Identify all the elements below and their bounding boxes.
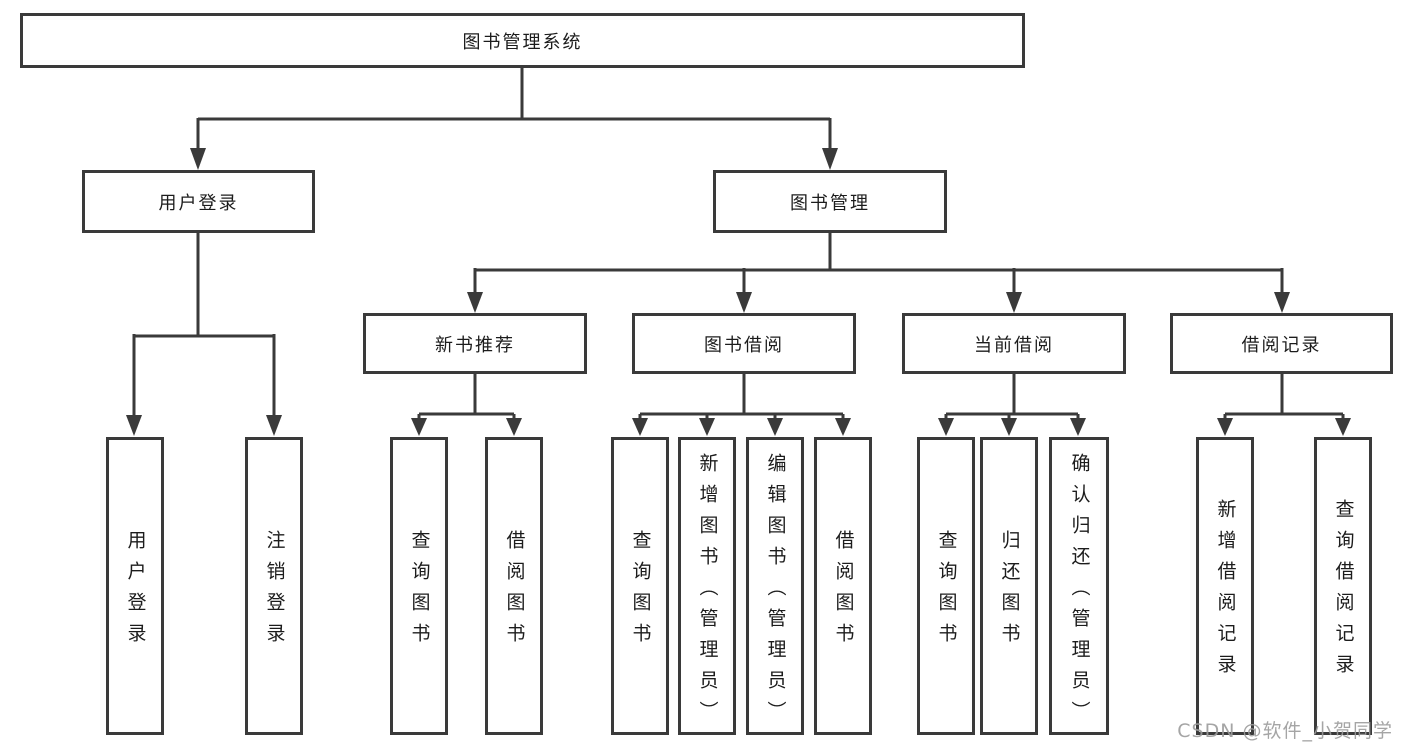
leaf-query-books-current: 查询图书 <box>917 437 975 735</box>
leaf-query-books-current-label: 查询图书 <box>935 530 958 654</box>
leaf-query-books-borrow: 查询图书 <box>611 437 669 735</box>
node-current-borrow-label: 当前借阅 <box>974 334 1054 356</box>
leaf-user-login-label: 用户登录 <box>124 530 147 654</box>
leaf-add-borrow-record-label: 新增借阅记录 <box>1214 499 1237 685</box>
root-node-library-management-system: 图书管理系统 <box>20 13 1025 68</box>
leaf-add-borrow-record: 新增借阅记录 <box>1196 437 1254 735</box>
leaf-add-books-admin: 新增图书（管理员） <box>678 437 736 735</box>
node-book-management-label: 图书管理 <box>790 192 870 214</box>
node-user-login-label: 用户登录 <box>158 192 239 214</box>
leaf-query-borrow-record-label: 查询借阅记录 <box>1332 499 1355 685</box>
leaf-borrow-books-recommend: 借阅图书 <box>485 437 543 735</box>
leaf-confirm-return-admin: 确认归还（管理员） <box>1049 437 1109 735</box>
node-new-book-recommend: 新书推荐 <box>363 313 587 374</box>
leaf-edit-books-admin-label: 编辑图书（管理员） <box>764 452 787 732</box>
csdn-watermark: CSDN @软件_小贺同学 <box>1177 720 1393 742</box>
node-user-login: 用户登录 <box>82 170 315 233</box>
leaf-query-borrow-record: 查询借阅记录 <box>1314 437 1372 735</box>
node-new-book-recommend-label: 新书推荐 <box>435 334 515 356</box>
leaf-return-books: 归还图书 <box>980 437 1038 735</box>
node-book-management: 图书管理 <box>713 170 947 233</box>
leaf-confirm-return-admin-label: 确认归还（管理员） <box>1068 452 1091 732</box>
leaf-query-books-borrow-label: 查询图书 <box>629 530 652 654</box>
leaf-logout: 注销登录 <box>245 437 303 735</box>
node-book-borrow: 图书借阅 <box>632 313 856 374</box>
leaf-logout-label: 注销登录 <box>263 530 286 654</box>
leaf-borrow-books: 借阅图书 <box>814 437 872 735</box>
leaf-user-login: 用户登录 <box>106 437 164 735</box>
node-current-borrow: 当前借阅 <box>902 313 1126 374</box>
node-borrow-records: 借阅记录 <box>1170 313 1393 374</box>
leaf-add-books-admin-label: 新增图书（管理员） <box>696 452 719 732</box>
node-borrow-records-label: 借阅记录 <box>1241 334 1322 356</box>
leaf-query-books-recommend: 查询图书 <box>390 437 448 735</box>
node-book-borrow-label: 图书借阅 <box>704 334 784 356</box>
leaf-borrow-books-recommend-label: 借阅图书 <box>503 530 526 654</box>
root-node-label: 图书管理系统 <box>462 31 583 53</box>
leaf-query-books-recommend-label: 查询图书 <box>408 530 431 654</box>
leaf-return-books-label: 归还图书 <box>998 530 1021 654</box>
leaf-borrow-books-label: 借阅图书 <box>832 530 855 654</box>
leaf-edit-books-admin: 编辑图书（管理员） <box>746 437 804 735</box>
